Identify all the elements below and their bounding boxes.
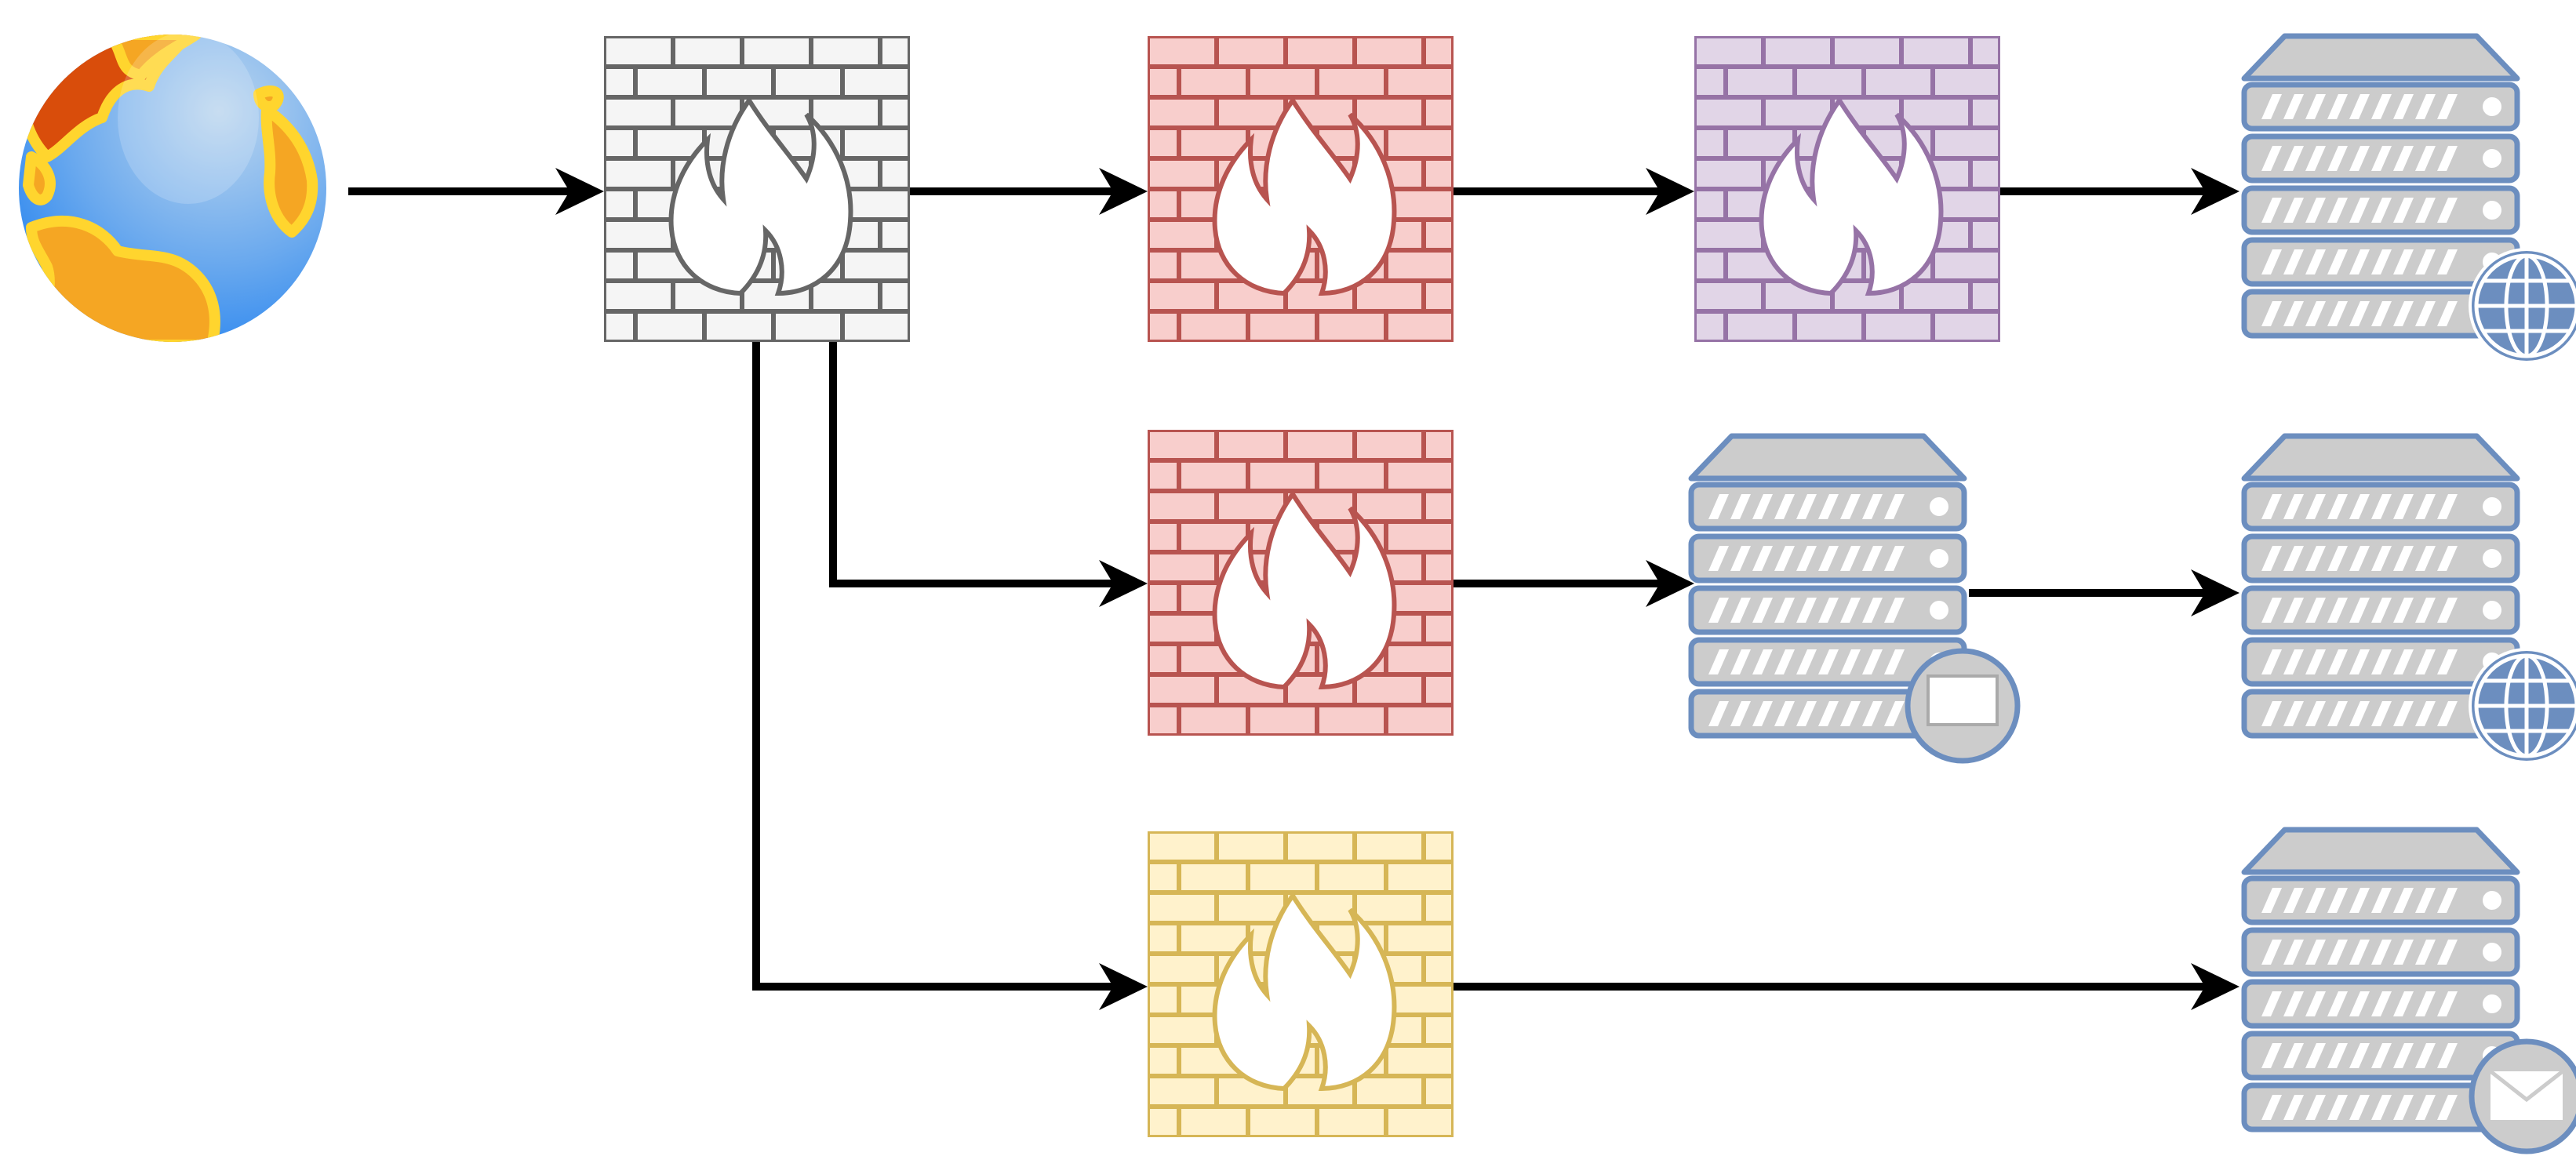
network-nodes [19, 31, 2576, 1154]
app-server-application-server-icon[interactable] [1688, 433, 2021, 764]
arrowhead-icon [2191, 963, 2239, 1010]
server-rack-unit [1688, 533, 1967, 584]
server-rack-unit [1688, 482, 1967, 532]
web-server-top-web-server-icon[interactable] [2241, 33, 2576, 364]
connection-fw-middle-to-app-server [1454, 560, 1694, 607]
flame-icon [1212, 891, 1397, 1092]
server-rack-unit [2241, 185, 2520, 235]
flame-icon [668, 96, 853, 296]
flame-icon [1212, 489, 1397, 690]
connection-fw-edge-to-fw-middle [829, 342, 1148, 607]
server-rack-unit [2241, 927, 2520, 977]
server-rack-unit [2241, 289, 2520, 339]
server-rack-unit [2241, 979, 2520, 1029]
connection-fw-edge-to-fw-bottom [752, 342, 1148, 1010]
server-rack-unit [1688, 689, 1967, 739]
fw-middle-firewall-icon[interactable] [1148, 430, 1454, 736]
flame-icon [1212, 96, 1397, 296]
arrowhead-icon [555, 168, 604, 215]
connection-internet-to-fw-edge [348, 168, 604, 215]
connector-line [829, 342, 1124, 587]
connection-fw-top-2-to-web-server-top [2000, 168, 2239, 215]
connection-fw-edge-to-fw-top-1 [910, 168, 1148, 215]
arrowhead-icon [2191, 168, 2239, 215]
connections [348, 168, 2239, 1010]
fw-top-2-firewall-icon[interactable] [1694, 36, 2000, 342]
arrowhead-icon [1646, 560, 1694, 607]
web-server-middle-web-server-icon[interactable] [2241, 433, 2576, 764]
server-rack-unit [2241, 585, 2520, 635]
fw-top-1-firewall-icon[interactable] [1148, 36, 1454, 342]
server-rack-unit [2241, 533, 2520, 584]
arrowhead-icon [2191, 569, 2239, 616]
envelope-badge-icon [2469, 1038, 2576, 1154]
fw-edge-firewall-icon[interactable] [604, 36, 910, 342]
connection-fw-top-1-to-fw-top-2 [1454, 168, 1694, 215]
monitor-badge-icon [1905, 648, 2021, 764]
server-rack-unit [2241, 482, 2520, 532]
mail-server-mail-server-icon[interactable] [2241, 827, 2576, 1154]
fw-bottom-firewall-icon[interactable] [1148, 831, 1454, 1137]
server-rack-unit [1688, 585, 1967, 635]
flame-icon [1759, 96, 1944, 296]
connection-fw-bottom-to-mail-server [1454, 963, 2239, 1010]
server-rack-unit [2241, 133, 2520, 184]
connector-line [752, 342, 1124, 991]
globe-badge-icon [2469, 648, 2576, 764]
arrowhead-icon [1099, 168, 1148, 215]
connection-app-server-to-web-server-middle [1969, 569, 2239, 616]
internet-globe-icon[interactable] [19, 31, 326, 345]
arrowhead-icon [1099, 560, 1148, 607]
server-rack-unit [2241, 1082, 2520, 1132]
arrowhead-icon [1646, 168, 1694, 215]
server-rack-unit [2241, 82, 2520, 132]
arrowhead-icon [1099, 963, 1148, 1010]
globe-badge-icon [2469, 248, 2576, 364]
server-rack-unit [2241, 237, 2520, 287]
server-rack-unit [2241, 875, 2520, 925]
